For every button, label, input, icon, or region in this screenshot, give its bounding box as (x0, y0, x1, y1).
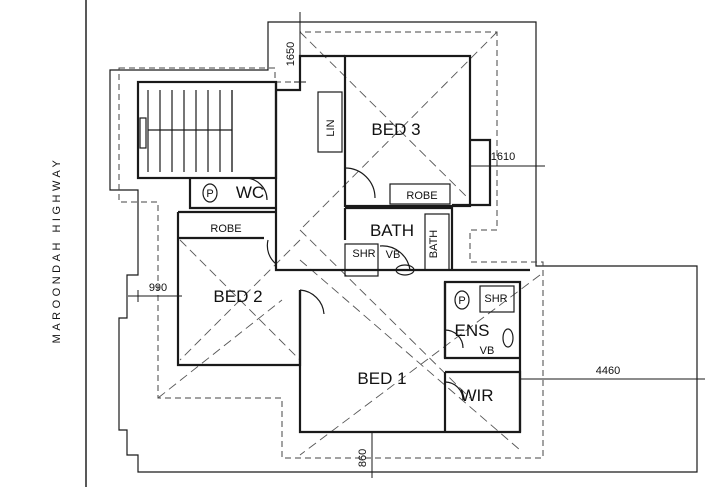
sanitary-fixtures (202, 183, 514, 348)
robe-label-bed2: ROBE (210, 223, 241, 235)
ground-floor-outline (109, 21, 698, 473)
shower-label-ens: SHR (484, 293, 507, 305)
room-label-wir: WIR (460, 386, 493, 405)
roof-hips (157, 31, 541, 456)
linen-label: LIN (325, 119, 337, 136)
upper-floor-walls (136, 54, 530, 434)
room-label-bed3: BED 3 (371, 120, 420, 139)
bathtub-label: BATH (428, 230, 440, 259)
room-label-bed1: BED 1 (357, 369, 406, 388)
toilet-label-ens: P (458, 295, 465, 307)
room-label-bed2: BED 2 (213, 287, 262, 306)
staircase (139, 90, 233, 172)
dimension-bottom: 860 (357, 449, 369, 467)
basin-label-bath: VB (386, 249, 401, 261)
dimension-right-upper: 1610 (491, 151, 515, 163)
room-label-bath: BATH (370, 221, 414, 240)
door-swings (244, 167, 464, 401)
room-label-wc: WC (236, 183, 264, 202)
dimension-lines (128, 12, 705, 478)
room-label-ens: ENS (455, 321, 490, 340)
dimension-right-lower: 4460 (596, 365, 620, 377)
dimension-top: 1650 (285, 42, 297, 66)
toilet-label-wc: P (206, 188, 213, 200)
basin-label-ens: VB (480, 345, 495, 357)
street-name: MAROONDAH HIGHWAY (51, 157, 63, 344)
shower-label-bath: SHR (352, 248, 375, 260)
dimension-left: 990 (149, 282, 167, 294)
robe-label-bed3: ROBE (406, 190, 437, 202)
